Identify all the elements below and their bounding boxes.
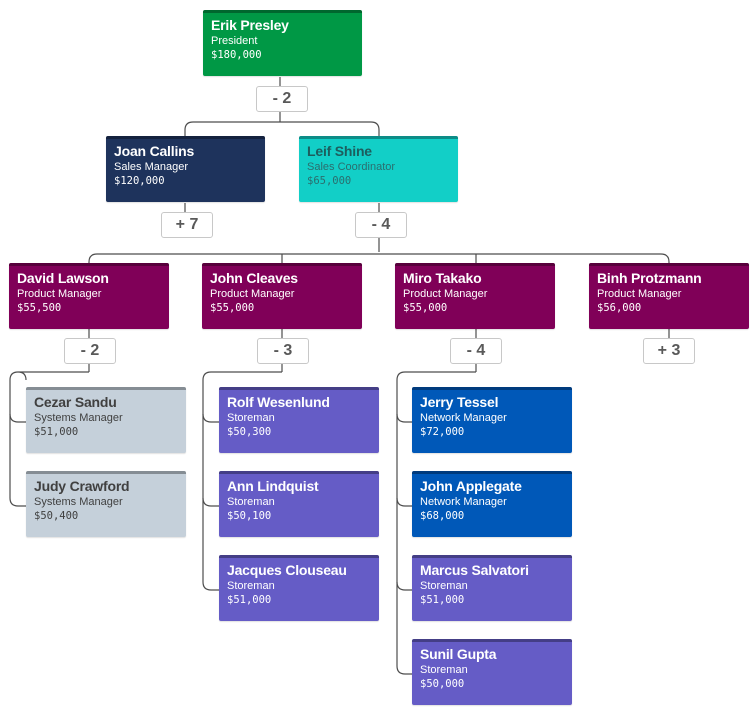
- collapse-toggle-john-cleaves[interactable]: - 3: [257, 338, 309, 364]
- employee-salary: $68,000: [420, 510, 465, 522]
- employee-title: Systems Manager: [34, 412, 123, 424]
- employee-name: David Lawson: [17, 270, 109, 286]
- employee-title: Sales Coordinator: [307, 161, 396, 173]
- employee-name: Rolf Wesenlund: [227, 394, 330, 410]
- employee-salary: $55,500: [17, 302, 62, 314]
- employee-title: Sales Manager: [114, 161, 188, 173]
- employee-name: Leif Shine: [307, 143, 372, 159]
- employee-card-rolf-wesenlund[interactable]: Rolf Wesenlund Storeman $50,300: [219, 387, 379, 453]
- employee-salary: $51,000: [34, 426, 79, 438]
- employee-title: Storeman: [227, 496, 275, 508]
- employee-card-marcus-salvatori[interactable]: Marcus Salvatori Storeman $51,000: [412, 555, 572, 621]
- employee-title: Network Manager: [420, 496, 507, 508]
- employee-name: Sunil Gupta: [420, 646, 497, 662]
- employee-name: Joan Callins: [114, 143, 195, 159]
- employee-card-joan-callins[interactable]: Joan Callins Sales Manager $120,000: [106, 136, 265, 202]
- employee-title: Product Manager: [597, 288, 682, 300]
- collapse-toggle-erik[interactable]: - 2: [256, 86, 308, 112]
- employee-name: Miro Takako: [403, 270, 482, 286]
- employee-card-leif-shine[interactable]: Leif Shine Sales Coordinator $65,000: [299, 136, 458, 202]
- employee-salary: $50,000: [420, 678, 465, 690]
- employee-name: Jacques Clouseau: [227, 562, 347, 578]
- employee-salary: $72,000: [420, 426, 465, 438]
- employee-title: Product Manager: [210, 288, 295, 300]
- employee-name: Erik Presley: [211, 17, 289, 33]
- employee-card-john-cleaves[interactable]: John Cleaves Product Manager $55,000: [202, 263, 362, 329]
- employee-title: Storeman: [227, 412, 275, 424]
- employee-name: Binh Protzmann: [597, 270, 702, 286]
- employee-name: John Cleaves: [210, 270, 298, 286]
- employee-title: Product Manager: [403, 288, 488, 300]
- employee-card-miro-takako[interactable]: Miro Takako Product Manager $55,000: [395, 263, 555, 329]
- employee-salary: $50,300: [227, 426, 272, 438]
- employee-card-sunil-gupta[interactable]: Sunil Gupta Storeman $50,000: [412, 639, 572, 705]
- employee-title: Network Manager: [420, 412, 507, 424]
- employee-salary: $55,000: [210, 302, 255, 314]
- employee-title: Storeman: [420, 580, 468, 592]
- employee-card-john-applegate[interactable]: John Applegate Network Manager $68,000: [412, 471, 572, 537]
- employee-title: Storeman: [420, 664, 468, 676]
- employee-name: Judy Crawford: [34, 478, 130, 494]
- employee-name: Jerry Tessel: [420, 394, 499, 410]
- employee-name: Cezar Sandu: [34, 394, 117, 410]
- employee-card-jerry-tessel[interactable]: Jerry Tessel Network Manager $72,000: [412, 387, 572, 453]
- employee-salary: $180,000: [211, 49, 262, 61]
- expand-toggle-binh[interactable]: + 3: [643, 338, 695, 364]
- employee-title: Storeman: [227, 580, 275, 592]
- employee-name: Ann Lindquist: [227, 478, 319, 494]
- employee-card-david-lawson[interactable]: David Lawson Product Manager $55,500: [9, 263, 169, 329]
- employee-card-cezar-sandu[interactable]: Cezar Sandu Systems Manager $51,000: [26, 387, 186, 453]
- collapse-toggle-miro[interactable]: - 4: [450, 338, 502, 364]
- employee-salary: $56,000: [597, 302, 642, 314]
- collapse-toggle-david[interactable]: - 2: [64, 338, 116, 364]
- employee-salary: $65,000: [307, 175, 352, 187]
- expand-toggle-joan[interactable]: + 7: [161, 212, 213, 238]
- employee-name: John Applegate: [420, 478, 522, 494]
- employee-title: Product Manager: [17, 288, 102, 300]
- employee-salary: $50,400: [34, 510, 79, 522]
- employee-salary: $50,100: [227, 510, 272, 522]
- employee-card-erik-presley[interactable]: Erik Presley President $180,000: [203, 10, 362, 76]
- employee-card-jacques-clouseau[interactable]: Jacques Clouseau Storeman $51,000: [219, 555, 379, 621]
- employee-salary: $51,000: [420, 594, 465, 606]
- employee-salary: $120,000: [114, 175, 165, 187]
- employee-title: Systems Manager: [34, 496, 123, 508]
- collapse-toggle-leif[interactable]: - 4: [355, 212, 407, 238]
- employee-card-judy-crawford[interactable]: Judy Crawford Systems Manager $50,400: [26, 471, 186, 537]
- employee-name: Marcus Salvatori: [420, 562, 529, 578]
- employee-card-binh-protzmann[interactable]: Binh Protzmann Product Manager $56,000: [589, 263, 749, 329]
- employee-card-ann-lindquist[interactable]: Ann Lindquist Storeman $50,100: [219, 471, 379, 537]
- employee-title: President: [211, 35, 258, 47]
- employee-salary: $55,000: [403, 302, 448, 314]
- employee-salary: $51,000: [227, 594, 272, 606]
